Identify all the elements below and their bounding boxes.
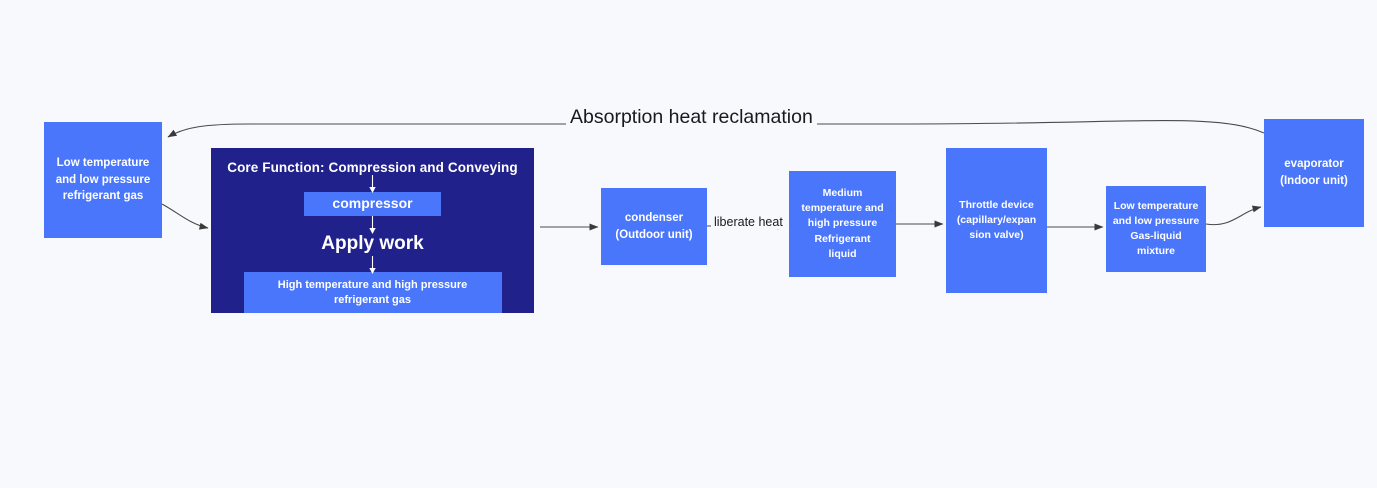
- node-high-temperature-high-pressure-refrigerant-gas[interactable]: High temperature and high pressure refri…: [243, 272, 502, 313]
- group-title: Core Function: Compression and Conveying: [227, 160, 518, 175]
- node-text-line: Throttle device: [959, 198, 1034, 211]
- node-apply-work: Apply work: [321, 232, 424, 254]
- node-medium-temperature-high-pressure-refrigerant-liquid[interactable]: Medium temperature and high pressure Ref…: [789, 171, 896, 277]
- node-text-line: and low pressure: [55, 173, 151, 186]
- node-text-line: and low pressure: [1112, 214, 1200, 227]
- node-text-line: mixture: [1137, 245, 1175, 258]
- inner-arrow-title-to-compressor: [369, 175, 376, 193]
- edge-label-liberate-heat: liberate heat: [711, 215, 786, 229]
- node-text-line: refrigerant gas: [62, 190, 144, 203]
- node-evaporator-indoor-unit[interactable]: evaporator (Indoor unit): [1264, 119, 1364, 227]
- node-text-line: sion valve): [969, 229, 1024, 242]
- edge-label-absorption-heat-reclamation: Absorption heat reclamation: [566, 106, 817, 129]
- edge-lowtemp-gas-to-compressor: [161, 203, 209, 230]
- node-text-line: (Outdoor unit): [615, 228, 693, 241]
- node-condenser-outdoor-unit[interactable]: condenser (Outdoor unit): [601, 188, 707, 265]
- edge-evaporator-to-lowtemp-gas: [167, 120, 1265, 138]
- node-text-line: (Indoor unit): [1280, 175, 1348, 187]
- node-text-line: liquid: [828, 247, 857, 260]
- node-text-line: Refrigerant: [814, 232, 871, 245]
- node-text-line: (capillary/expan: [956, 213, 1037, 226]
- edge-gasliquid-to-evaporator: [1205, 205, 1262, 226]
- node-text-line: high pressure: [807, 217, 878, 230]
- node-low-temperature-low-pressure-gas-liquid-mixture[interactable]: Low temperature and low pressure Gas-liq…: [1106, 186, 1206, 272]
- node-throttle-device-capillary-expansion-valve[interactable]: Throttle device (capillary/expan sion va…: [946, 148, 1047, 293]
- node-low-temperature-low-pressure-refrigerant-gas[interactable]: Low temperature and low pressure refrige…: [44, 122, 162, 238]
- node-text-line: temperature and: [801, 202, 884, 215]
- node-compressor[interactable]: compressor: [304, 191, 441, 216]
- inner-arrow-compressor-to-apply-work: [369, 215, 376, 234]
- node-text-line: Low temperature: [56, 156, 150, 169]
- node-text-line: evaporator: [1284, 158, 1344, 171]
- node-text-line: Gas-liquid: [1130, 230, 1182, 242]
- node-core-function-compression-and-conveying[interactable]: Core Function: Compression and Conveying…: [211, 148, 534, 313]
- node-text-line: Medium: [822, 186, 863, 199]
- node-text-line: Low temperature: [1113, 199, 1199, 212]
- inner-arrow-apply-work-to-output: [369, 255, 376, 274]
- node-text-line: condenser: [624, 211, 684, 224]
